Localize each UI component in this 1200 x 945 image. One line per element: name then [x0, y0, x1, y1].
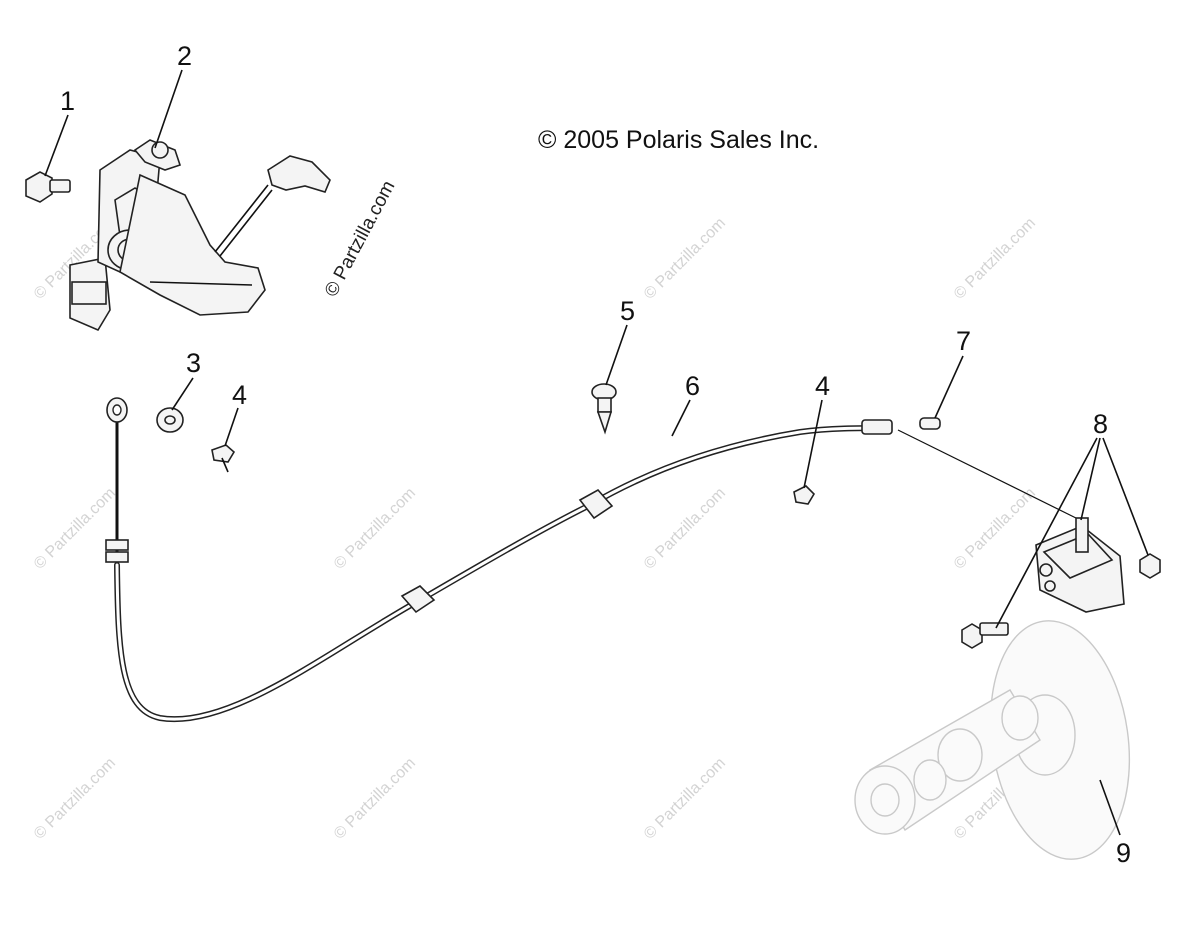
- watermark: © Partzilla.com: [641, 215, 729, 303]
- part-7-pin: [919, 417, 941, 430]
- watermark: © Partzilla.com: [331, 485, 419, 573]
- part-4-clip-right: [793, 485, 816, 505]
- callout-4-right: 4: [815, 371, 830, 401]
- watermark: © Partzilla.com: [951, 215, 1039, 303]
- part-8-caliper-set: [897, 429, 1161, 649]
- watermark: © Partzilla.com: [641, 755, 729, 843]
- leader-lines: [44, 69, 1149, 836]
- callout-9: 9: [1116, 838, 1131, 868]
- part-9-brake-disc: [854, 620, 1131, 860]
- watermark: © Partzilla.com: [951, 485, 1039, 573]
- callout-3: 3: [186, 348, 201, 378]
- watermark: © Partzilla.com: [331, 755, 419, 843]
- callout-2: 2: [177, 41, 192, 71]
- callout-4-left: 4: [232, 380, 247, 410]
- watermark: © Partzilla.com: [31, 755, 119, 843]
- callout-1: 1: [60, 86, 75, 116]
- part-4-clip-left: [211, 444, 236, 473]
- copyright-text: © 2005 Polaris Sales Inc.: [538, 126, 819, 154]
- part-5-push-pin: [591, 383, 617, 435]
- callout-5: 5: [620, 296, 635, 326]
- watermark-layer: © Partzilla.com © Partzilla.com © Partzi…: [31, 215, 1039, 843]
- part-2-brake-pedal: [69, 139, 331, 332]
- watermark: © Partzilla.com: [641, 485, 729, 573]
- callout-7: 7: [956, 326, 971, 356]
- part-3-washer: [156, 407, 184, 433]
- callout-8: 8: [1093, 409, 1108, 439]
- side-watermark: © Partzilla.com: [321, 177, 400, 300]
- part-6-brake-cable: [105, 397, 893, 723]
- part-1-bolt: [25, 171, 71, 203]
- callouts: 1 2 3 4 5 6 4 7 8 9: [60, 41, 1131, 868]
- callout-6: 6: [685, 371, 700, 401]
